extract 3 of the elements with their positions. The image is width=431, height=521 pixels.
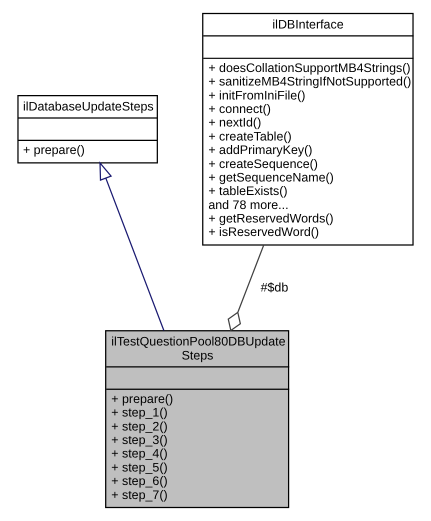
arrow (99, 161, 164, 331)
connector (228, 244, 264, 332)
edge-label: #$db (260, 280, 288, 295)
